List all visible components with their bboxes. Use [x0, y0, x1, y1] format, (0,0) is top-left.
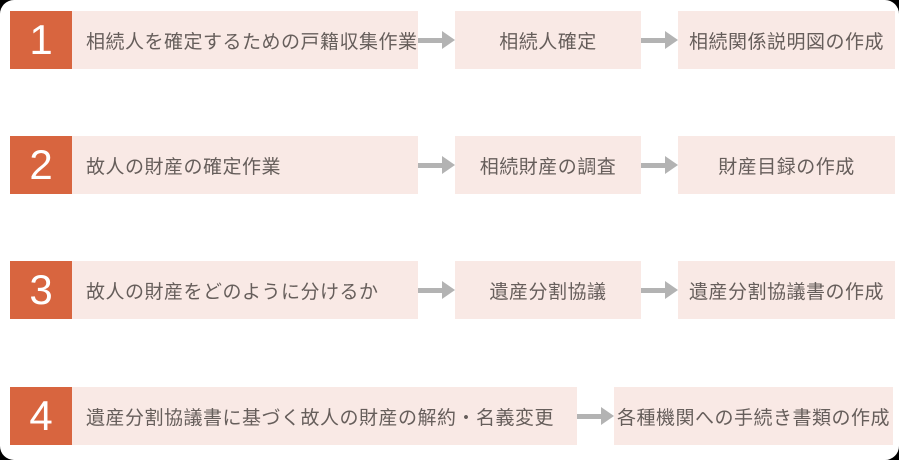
arrow-line: [418, 162, 443, 168]
process-step-box: 相続財産の調査: [455, 136, 641, 194]
arrow-line: [641, 37, 666, 43]
step-number-badge: 2: [10, 136, 72, 194]
step-number-badge: 1: [10, 11, 72, 69]
arrow-right-icon: [577, 387, 614, 445]
process-row: 1 相続人を確定するための戸籍収集作業 相続人確定 相続関係説明図の作成: [10, 11, 895, 69]
process-result-box: 財産目録の作成: [678, 136, 895, 194]
arrow-right-icon: [418, 261, 455, 319]
process-row: 3 故人の財産をどのように分けるか 遺産分割協議 遺産分割協議書の作成: [10, 261, 895, 319]
process-result-box: 遺産分割協議書の作成: [678, 261, 895, 319]
arrow-head: [665, 281, 678, 299]
arrow-line: [418, 287, 443, 293]
arrow-right-icon: [641, 11, 678, 69]
arrow-head: [665, 156, 678, 174]
arrow-right-icon: [641, 136, 678, 194]
process-row: 2 故人の財産の確定作業 相続財産の調査 財産目録の作成: [10, 136, 895, 194]
process-step-box: 相続人確定: [455, 11, 641, 69]
arrow-head: [442, 281, 455, 299]
arrow-right-icon: [418, 136, 455, 194]
process-result-box: 相続関係説明図の作成: [678, 11, 895, 69]
arrow-line: [641, 162, 666, 168]
process-task-box: 相続人を確定するための戸籍収集作業: [72, 11, 418, 69]
process-row: 4 遺産分割協議書に基づく故人の財産の解約・名義変更 各種機関への手続き書類の作…: [10, 387, 893, 445]
step-number-badge: 3: [10, 261, 72, 319]
arrow-line: [418, 37, 443, 43]
arrow-head: [665, 31, 678, 49]
arrow-line: [577, 413, 602, 419]
arrow-head: [442, 156, 455, 174]
arrow-line: [641, 287, 666, 293]
process-task-box: 故人の財産をどのように分けるか: [72, 261, 418, 319]
process-task-box: 遺産分割協議書に基づく故人の財産の解約・名義変更: [72, 387, 577, 445]
arrow-right-icon: [418, 11, 455, 69]
step-number-badge: 4: [10, 387, 72, 445]
arrow-right-icon: [641, 261, 678, 319]
arrow-head: [601, 407, 614, 425]
process-step-box: 遺産分割協議: [455, 261, 641, 319]
process-task-box: 故人の財産の確定作業: [72, 136, 418, 194]
process-result-box: 各種機関への手続き書類の作成: [614, 387, 893, 445]
arrow-head: [442, 31, 455, 49]
